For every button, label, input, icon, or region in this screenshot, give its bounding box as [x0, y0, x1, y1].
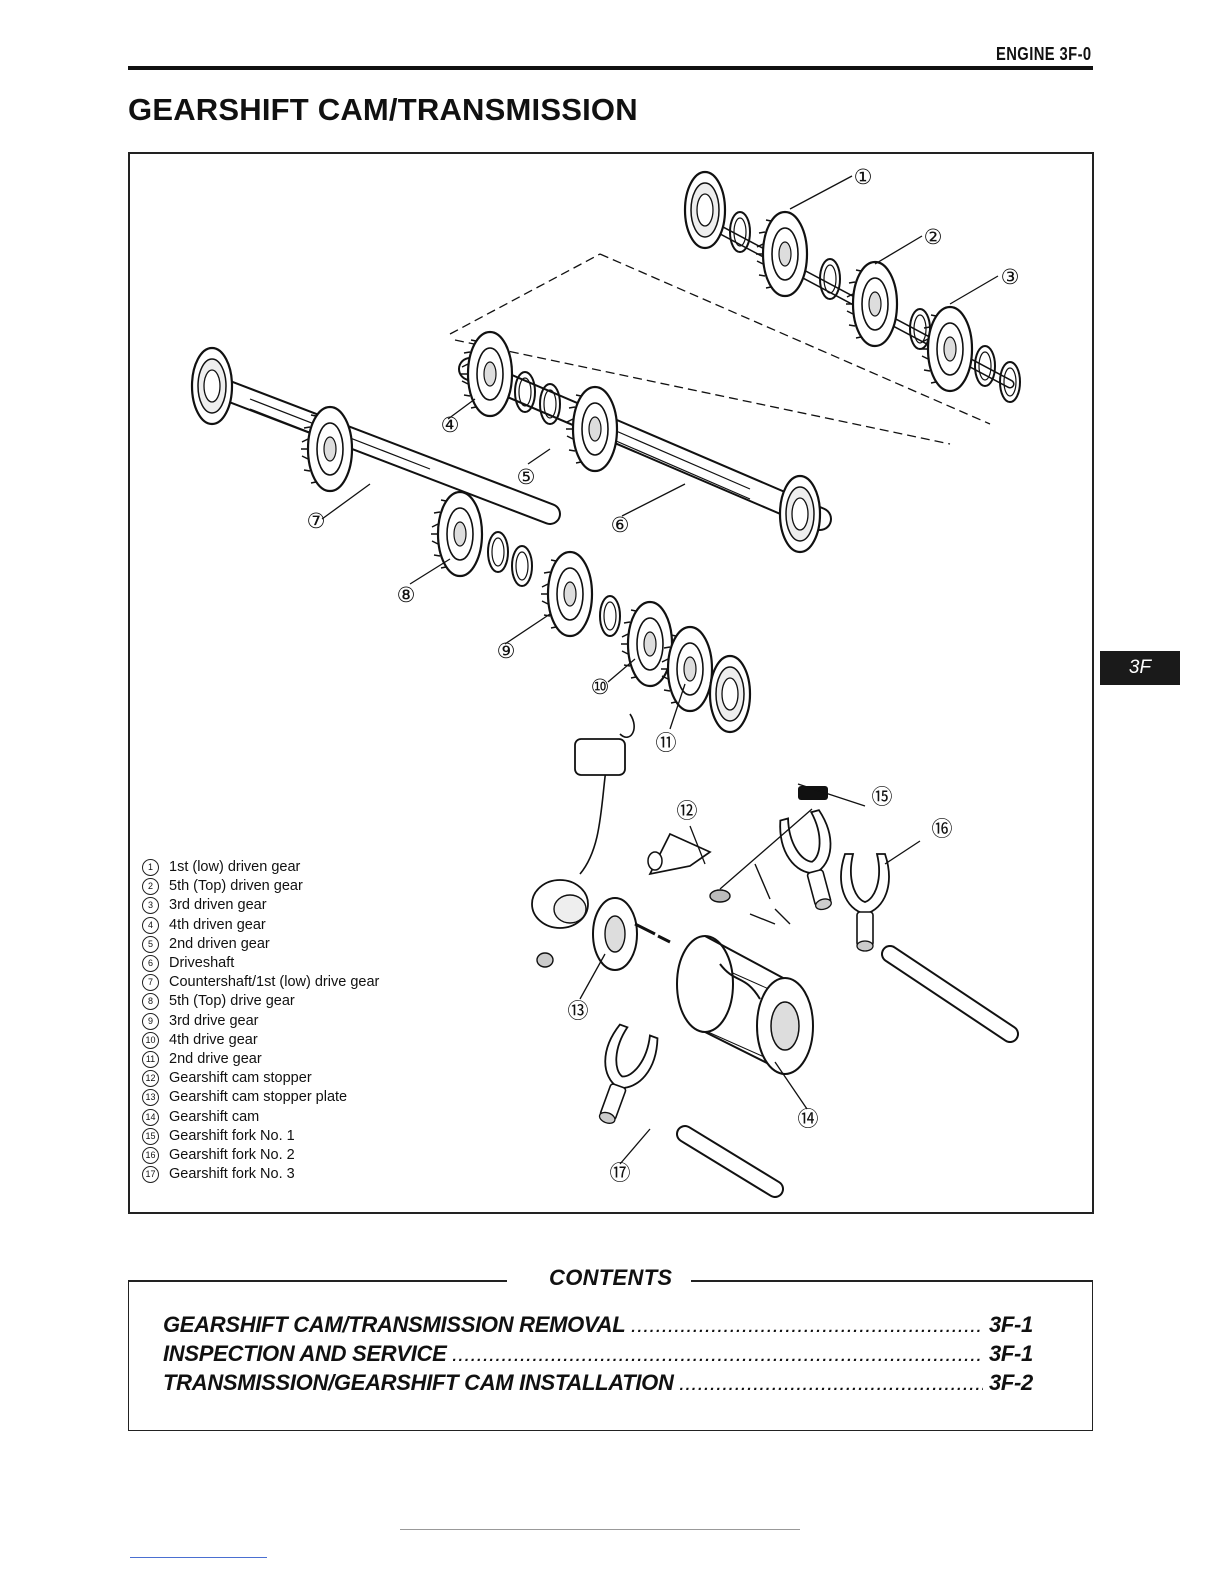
contents-rule-left	[129, 1280, 507, 1282]
legend-label: 5th (Top) drive gear	[169, 993, 295, 1010]
toc-label: TRANSMISSION/GEARSHIFT CAM INSTALLATION	[163, 1370, 674, 1395]
toc-page: 3F-1	[988, 1341, 1033, 1366]
legend-number: 5	[142, 935, 159, 953]
legend-item: 15 Gearshift fork No. 1	[142, 1127, 379, 1146]
contents-rule-right	[691, 1280, 1092, 1282]
legend-number: 2	[142, 878, 159, 896]
legend-number: 3	[142, 897, 159, 915]
toc-page: 3F-1	[988, 1312, 1033, 1337]
toc-page: 3F-2	[988, 1370, 1033, 1395]
contents-box: CONTENTS GEARSHIFT CAM/TRANSMISSION REMO…	[128, 1265, 1093, 1431]
legend-label: Gearshift fork No. 3	[169, 1166, 295, 1183]
toc-label: INSPECTION AND SERVICE	[163, 1341, 447, 1366]
legend-label: 4th drive gear	[169, 1031, 258, 1048]
toc-leader: ........................................…	[452, 1348, 983, 1365]
leader-lines	[321, 175, 999, 1165]
legend-item: 13 Gearshift cam stopper plate	[142, 1088, 379, 1107]
legend-label: 2nd drive gear	[169, 1051, 262, 1068]
legend-label: Gearshift cam stopper	[169, 1070, 312, 1087]
toc-entry-inspection[interactable]: INSPECTION AND SERVICE .................…	[163, 1341, 1033, 1371]
callout-8: ⑧	[397, 583, 416, 607]
footer-link-underline	[130, 1557, 267, 1558]
legend-label: 4th driven gear	[169, 916, 266, 933]
callout-16: ⑯	[932, 817, 953, 841]
legend-item: 3 3rd driven gear	[142, 896, 379, 915]
callout-3: ③	[1001, 265, 1020, 289]
toc-entry-installation[interactable]: TRANSMISSION/GEARSHIFT CAM INSTALLATION …	[163, 1370, 1033, 1400]
driven-gear-cluster-upper	[683, 170, 1021, 403]
legend-item: 10 4th drive gear	[142, 1031, 379, 1050]
legend-item: 12 Gearshift cam stopper	[142, 1069, 379, 1088]
legend-label: 3rd driven gear	[169, 897, 267, 914]
legend-label: Gearshift fork No. 2	[169, 1147, 295, 1164]
page-title: GEARSHIFT CAM/TRANSMISSION	[128, 92, 638, 127]
callout-numbers: ① ② ③ ④ ⑤ ⑥ ⑦ ⑧ ⑨ ⑩ ⑪ ⑫ ⑬ ⑭ ⑮ ⑯ ⑰	[307, 165, 1020, 1185]
callout-17: ⑰	[610, 1161, 631, 1185]
contents-title: CONTENTS	[549, 1265, 673, 1290]
callout-15: ⑮	[872, 785, 893, 809]
legend-label: Countershaft/1st (low) drive gear	[169, 974, 380, 991]
toc-leader: ........................................…	[631, 1319, 983, 1336]
legend-item: 17 Gearshift fork No. 3	[142, 1165, 379, 1184]
legend-label: Gearshift fork No. 1	[169, 1127, 295, 1144]
callout-12: ⑫	[677, 799, 698, 823]
callout-1: ①	[854, 165, 873, 189]
legend-number: 9	[142, 1012, 159, 1030]
legend-item: 2 5th (Top) driven gear	[142, 877, 379, 896]
footer-rule	[400, 1529, 800, 1530]
legend-number: 1	[142, 859, 159, 876]
toc-label: GEARSHIFT CAM/TRANSMISSION REMOVAL	[163, 1312, 626, 1337]
gearshift-cam-assembly	[531, 713, 1019, 1198]
legend-label: Driveshaft	[169, 955, 235, 972]
header-rule	[128, 66, 1093, 70]
legend-item: 8 5th (Top) drive gear	[142, 992, 379, 1011]
callout-4: ④	[441, 413, 460, 437]
legend-number: 13	[142, 1089, 159, 1107]
driveshaft-cluster	[458, 330, 832, 554]
legend-item: 14 Gearshift cam	[142, 1108, 379, 1127]
legend-item: 6 Driveshaft	[142, 954, 379, 973]
legend-label: 3rd drive gear	[169, 1012, 259, 1029]
legend-number: 12	[142, 1070, 159, 1088]
legend-number: 8	[142, 993, 159, 1011]
legend-label: 2nd driven gear	[169, 935, 270, 952]
legend-label: Gearshift cam	[169, 1108, 260, 1125]
legend-number: 4	[142, 916, 159, 934]
callout-9: ⑨	[497, 639, 516, 663]
legend-number: 14	[142, 1108, 159, 1126]
legend-item: 5 2nd driven gear	[142, 935, 379, 954]
legend-item: 11 2nd drive gear	[142, 1050, 379, 1069]
legend-number: 10	[142, 1031, 159, 1049]
exploded-diagram: ① ② ③ ④ ⑤ ⑥ ⑦ ⑧ ⑨ ⑩ ⑪ ⑫ ⑬ ⑭ ⑮ ⑯ ⑰ 1 1st (…	[128, 152, 1094, 1214]
callout-13: ⑬	[568, 999, 589, 1023]
toc-entry-removal[interactable]: GEARSHIFT CAM/TRANSMISSION REMOVAL .....…	[163, 1312, 1033, 1342]
legend-label: Gearshift cam stopper plate	[169, 1089, 348, 1106]
legend-item: 16 Gearshift fork No. 2	[142, 1146, 379, 1165]
callout-11: ⑪	[656, 731, 677, 755]
parts-legend: 1 1st (low) driven gear 2 5th (Top) driven…	[142, 858, 379, 1184]
callout-2: ②	[924, 225, 943, 249]
legend-label: 5th (Top) driven gear	[169, 878, 303, 895]
callout-10: ⑩	[591, 675, 610, 699]
transmission-exploded-view: ① ② ③ ④ ⑤ ⑥ ⑦ ⑧ ⑨ ⑩ ⑪ ⑫ ⑬ ⑭ ⑮ ⑯ ⑰	[190, 165, 1021, 1198]
legend-number: 17	[142, 1166, 159, 1184]
legend-item: 9 3rd drive gear	[142, 1012, 379, 1031]
callout-7: ⑦	[307, 509, 326, 533]
callout-14: ⑭	[798, 1107, 819, 1131]
section-header: ENGINE 3F-0	[996, 44, 1092, 64]
callout-5: ⑤	[517, 465, 536, 489]
legend-number: 6	[142, 955, 159, 973]
section-tab: 3F	[1100, 651, 1180, 685]
legend-item: 1 1st (low) driven gear	[142, 858, 379, 877]
countershaft-cluster	[190, 346, 752, 734]
legend-number: 11	[142, 1051, 159, 1069]
legend-item: 7 Countershaft/1st (low) drive gear	[142, 973, 379, 992]
legend-item: 4 4th driven gear	[142, 916, 379, 935]
toc-leader: ........................................…	[679, 1377, 983, 1394]
legend-number: 7	[142, 974, 159, 992]
legend-number: 16	[142, 1147, 159, 1165]
callout-6: ⑥	[611, 513, 630, 537]
legend-label: 1st (low) driven gear	[169, 859, 301, 875]
legend-number: 15	[142, 1127, 159, 1145]
